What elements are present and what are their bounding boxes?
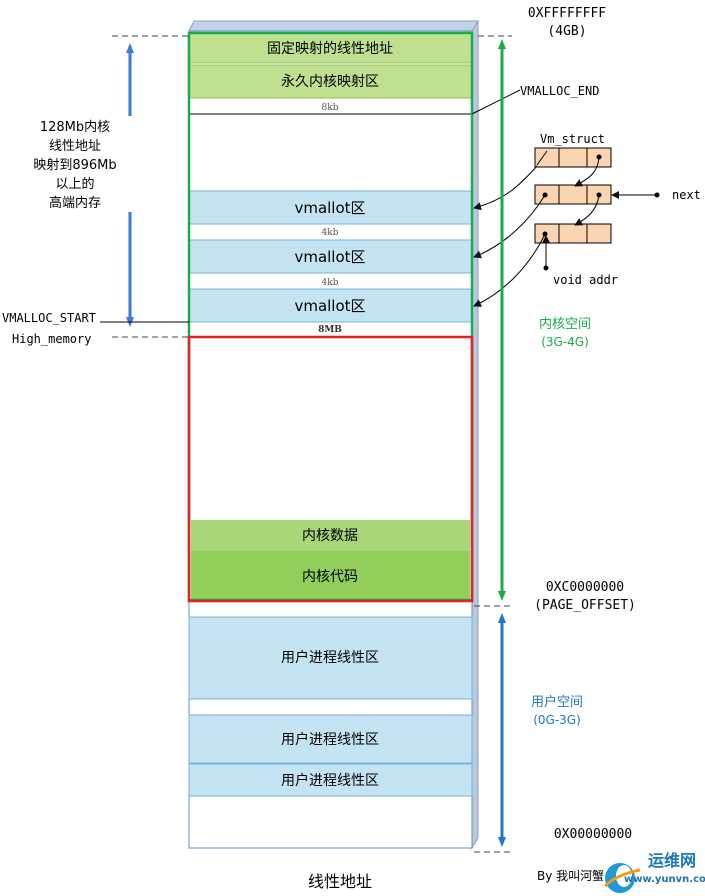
vmalloc-label-2: vmallot区	[294, 248, 365, 266]
user-label-3: 用户进程线性区	[281, 772, 379, 789]
gap-4kb-label-1: 4kb	[322, 228, 339, 238]
vmalloc-end-label: VMALLOC_END	[520, 84, 599, 98]
watermark-logo	[603, 863, 641, 893]
address-column	[188, 30, 473, 849]
pointer-box2-vmalloc2	[473, 194, 546, 259]
gap-8kb-label: 8kb	[322, 103, 339, 113]
user-region-1	[188, 616, 473, 700]
high-map-note-bg	[28, 116, 140, 212]
diagram-caption: 线性地址	[308, 872, 372, 891]
watermark-url: www.yunvn.com	[624, 874, 705, 885]
kernel-data-label: 内核数据	[302, 528, 358, 544]
user-space-label: 用户空间	[531, 694, 583, 710]
next-label: next	[672, 188, 701, 202]
column-top-face	[188, 20, 479, 32]
gap-4kb-label-2: 4kb	[322, 278, 339, 288]
kernel-data-region	[191, 520, 470, 551]
vmalloc-label-1: vmallot区	[294, 199, 365, 217]
vm-struct-box-2	[534, 184, 612, 205]
vm-struct-box-3	[534, 223, 612, 244]
pointer-box1-next	[574, 156, 600, 187]
gap-8mb-label: 8MB	[318, 325, 342, 335]
high-memory-label: High_memory	[12, 332, 91, 346]
void-addr-label: void addr	[553, 273, 618, 287]
high-map-note-2: 线性地址	[49, 139, 101, 154]
top-address-note: (4GB)	[547, 24, 586, 39]
vmalloc-label-3: vmallot区	[294, 297, 365, 315]
permanent-map-label: 永久内核映射区	[281, 74, 379, 90]
high-map-note-1: 128Mb内核	[40, 119, 110, 135]
bottom-address: 0X00000000	[554, 827, 632, 842]
next-dot	[654, 192, 660, 198]
user-label-1: 用户进程线性区	[281, 649, 379, 666]
direct-map-border	[187, 335, 474, 603]
high-map-note-5: 高端内存	[49, 195, 101, 211]
kernel-code-region	[191, 551, 470, 600]
user-space-range: (0G-3G)	[533, 713, 581, 727]
pointer-box2-next	[574, 194, 600, 226]
watermark-text: 运维网	[648, 851, 696, 870]
top-address: 0XFFFFFFFF	[528, 6, 606, 21]
vm-struct-box-1	[534, 147, 612, 168]
user-region-2	[188, 714, 473, 764]
vmalloc-end-pointer	[471, 89, 521, 115]
vm-struct-label: Vm_struct	[540, 132, 605, 146]
user-region-3	[188, 763, 473, 797]
page-offset-addr: 0XC0000000	[546, 580, 624, 595]
fixed-map-label: 固定映射的线性地址	[267, 41, 393, 57]
void-addr-dot	[543, 265, 549, 271]
pointer-box3-vmalloc3	[473, 233, 546, 307]
permanent-map-region	[188, 64, 473, 99]
kernel-space-label: 内核空间	[539, 316, 591, 332]
user-label-2: 用户进程线性区	[281, 731, 379, 748]
author-credit: By 我叫河蟹	[537, 868, 604, 883]
kernel-space-range: (3G-4G)	[541, 335, 589, 349]
high-map-note-4: 以上的	[55, 176, 94, 192]
high-map-note-3: 映射到896Mb	[33, 157, 116, 173]
vmalloc-start-label: VMALLOC_START	[2, 311, 96, 325]
pointer-box1-vmalloc1	[473, 165, 538, 211]
kernel-space-bg	[526, 313, 604, 351]
page-offset-name: (PAGE_OFFSET)	[534, 598, 636, 613]
kernel-code-label: 内核代码	[302, 569, 358, 585]
